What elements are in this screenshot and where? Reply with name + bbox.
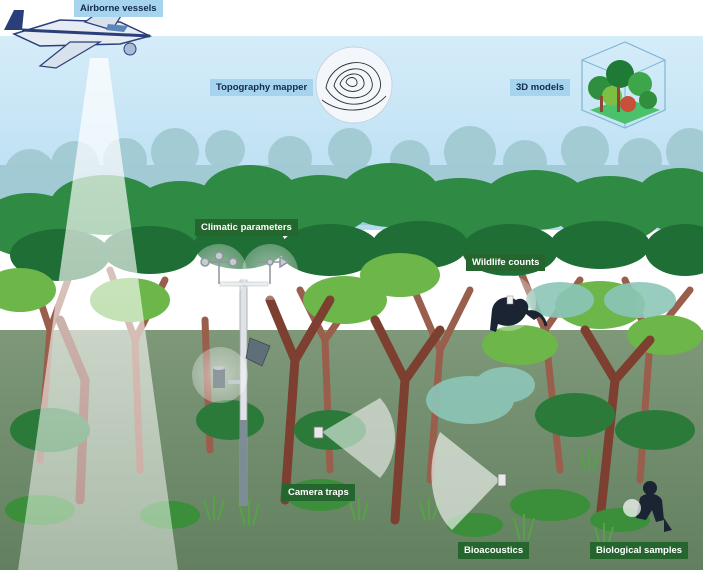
camera-trap-field (322, 398, 395, 478)
label-topography-mapper: Topography mapper (210, 79, 314, 96)
researcher-icon (623, 481, 672, 532)
label-camera-traps: Camera traps (282, 484, 355, 501)
acoustic-recorder-icon (497, 473, 507, 487)
label-wildlife-counts: Wildlife counts (466, 254, 546, 271)
label-biological-samples: Biological samples (590, 542, 689, 559)
jaguar-icon (480, 275, 548, 332)
wind-vane-icon (256, 255, 290, 284)
bioacoustics-field (431, 432, 500, 530)
label-airborne-vessels: Airborne vessels (74, 0, 163, 17)
camera-trap-icon (313, 426, 324, 439)
label-3d-models: 3D models (510, 79, 571, 96)
weather-station-icon (191, 244, 298, 506)
anemometer-icon (200, 251, 238, 284)
topography-map-icon (315, 46, 393, 124)
canopy-pale (426, 282, 676, 424)
rain-gauge-icon (213, 366, 240, 388)
label-climatic-parameters: Climatic parameters (195, 219, 298, 236)
forest-cube-icon (581, 41, 666, 129)
label-bioacoustics: Bioacoustics (458, 542, 530, 559)
solar-panel-icon (245, 337, 271, 367)
lidar-beam (18, 58, 178, 570)
